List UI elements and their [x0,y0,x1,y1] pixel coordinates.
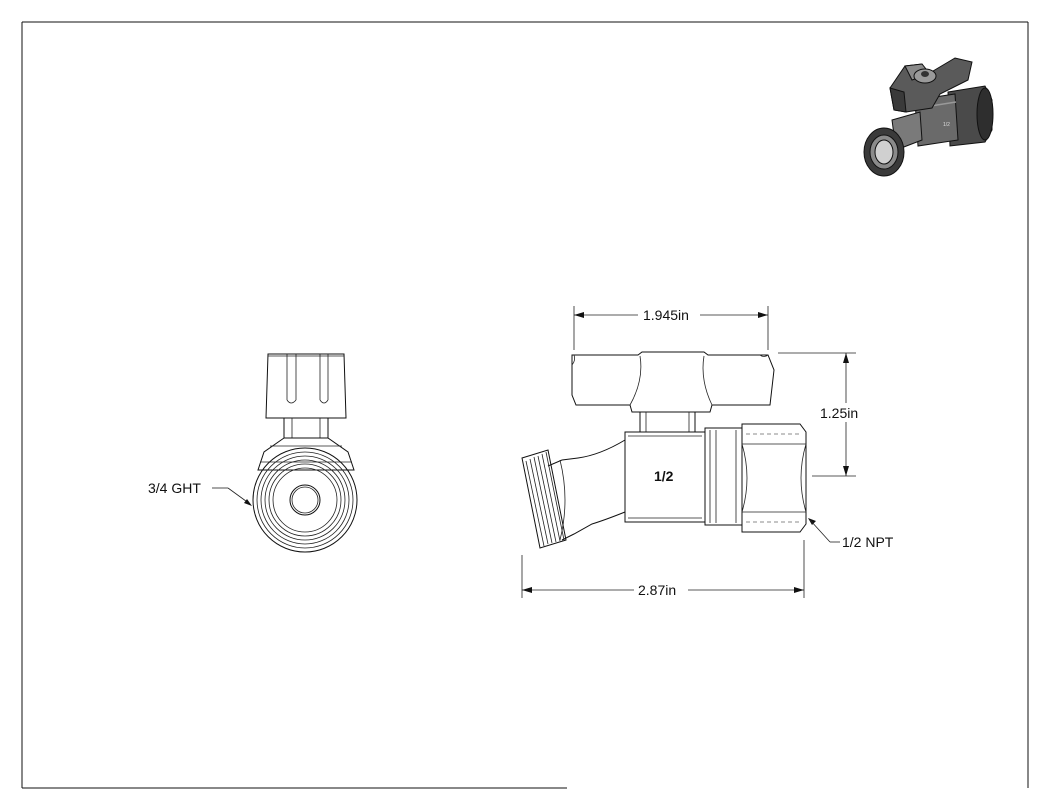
height-dimension: 1.25in [778,352,858,477]
overall-length-label: 2.87in [638,582,676,598]
overall-length-dimension: 2.87in [521,540,805,598]
handle-width-dimension: 1.945in [573,306,769,350]
height-label: 1.25in [820,405,858,421]
outlet-callout: 1/2 NPT [808,518,894,550]
svg-text:1/2: 1/2 [943,122,950,128]
end-view [252,353,358,553]
sheet-border [21,21,1029,789]
body-marking: 1/2 [654,468,674,484]
handle-width-label: 1.945in [643,307,689,323]
inlet-callout: 3/4 GHT [148,480,252,506]
front-view: 1/2 [521,351,807,549]
inlet-label: 3/4 GHT [148,480,201,496]
outlet-label: 1/2 NPT [842,534,894,550]
ball-valve-isometric-icon: 1/2 [863,57,994,177]
